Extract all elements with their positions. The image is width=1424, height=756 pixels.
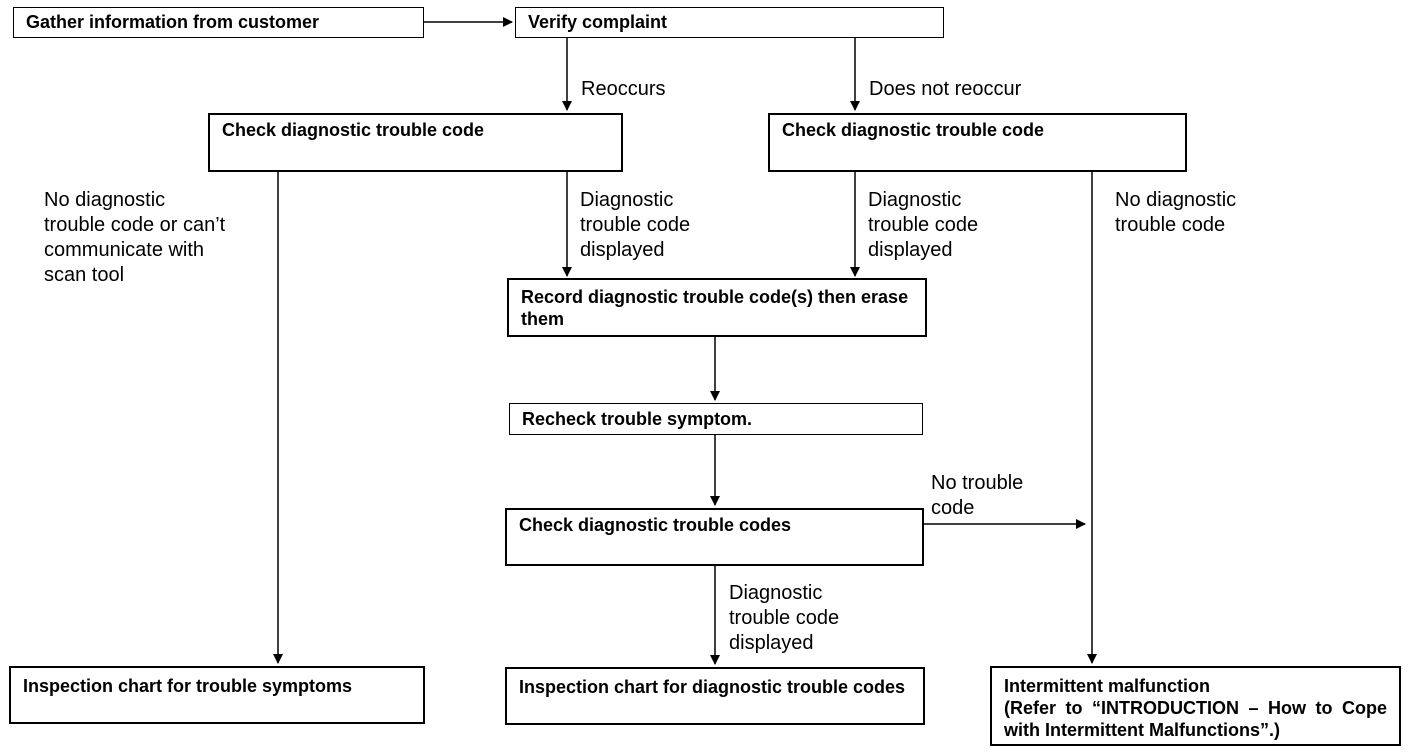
- node-verify-complaint: Verify complaint: [515, 7, 944, 38]
- label-right-code-displayed: Diagnostic trouble code displayed: [868, 189, 979, 261]
- label-final-code-displayed: Diagnostic trouble code displayed: [729, 582, 840, 654]
- node-check-codes: Check diagnostic trouble codes: [505, 508, 924, 566]
- label-right-no-code: No diagnostic trouble code: [1115, 189, 1237, 236]
- label-left-code-displayed: Diagnostic trouble code displayed: [580, 189, 691, 261]
- label-left-no-code: No diagnostic trouble code or can’t comm…: [44, 189, 226, 286]
- node-check-code-right: Check diagnostic trouble code: [768, 113, 1187, 172]
- node-check-code-left: Check diagnostic trouble code: [208, 113, 623, 172]
- node-recheck-symptom: Recheck trouble symptom.: [509, 403, 923, 435]
- node-intermittent-malfunction: Intermittent malfunction (Refer to “INTR…: [990, 666, 1401, 746]
- intermittent-title: Intermittent malfunction: [1004, 676, 1210, 696]
- node-record-and-erase: Record diagnostic trouble code(s) then e…: [507, 278, 927, 337]
- node-inspection-diagnostic-codes: Inspection chart for diagnostic trouble …: [505, 667, 925, 725]
- intermittent-reference: (Refer to “INTRODUCTION – How to Cope wi…: [1004, 698, 1387, 740]
- node-gather-information: Gather information from customer: [13, 7, 424, 38]
- label-no-trouble-code: No trouble code: [931, 472, 1024, 519]
- label-does-not-reoccur: Does not reoccur: [869, 78, 1022, 100]
- node-inspection-trouble-symptoms: Inspection chart for trouble symptoms: [9, 666, 425, 724]
- label-reoccurs: Reoccurs: [581, 78, 666, 100]
